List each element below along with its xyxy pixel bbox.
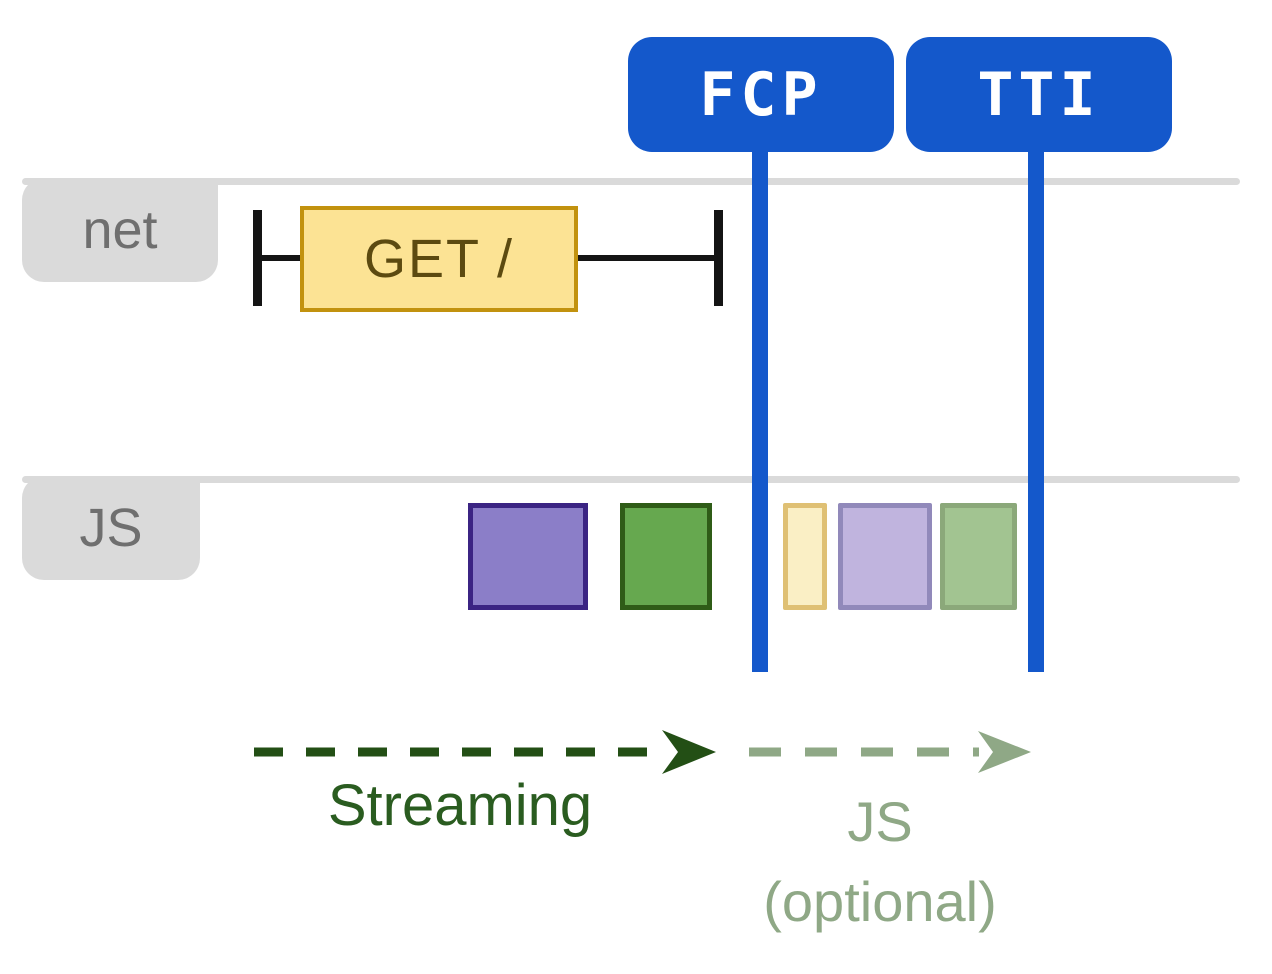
get-request-box: GET /	[300, 206, 578, 312]
js-task-faded-purple	[838, 503, 932, 610]
net-track-line	[22, 178, 1240, 185]
tti-badge-label: TTI	[977, 59, 1101, 130]
streaming-arrowhead-icon	[662, 730, 716, 774]
js-task-faded-yellow	[783, 503, 827, 610]
tti-marker-badge: TTI	[906, 37, 1172, 152]
get-request-label: GET /	[363, 229, 515, 289]
tti-marker-line	[1028, 140, 1044, 672]
js-track-label: JS	[79, 498, 143, 558]
fcp-marker-badge: FCP	[628, 37, 894, 152]
net-track-label: net	[82, 200, 158, 260]
js-track-tab: JS	[22, 476, 200, 580]
fcp-badge-label: FCP	[699, 59, 823, 130]
streaming-phase-label: Streaming	[327, 773, 593, 838]
js-arrowhead-icon	[978, 731, 1031, 773]
streaming-arrow-icon	[254, 730, 716, 774]
js-task-purple	[468, 503, 588, 610]
js-task-faded-green	[940, 503, 1017, 610]
net-track-tab: net	[22, 178, 218, 282]
js-arrow-icon	[749, 731, 1031, 773]
js-phase-label-main: JS	[847, 790, 913, 853]
js-phase-label-optional: (optional)	[763, 869, 997, 933]
fcp-marker-line	[752, 140, 768, 672]
js-phase-label: JS (optional)	[730, 782, 1030, 941]
js-track-line	[22, 476, 1240, 483]
js-task-green	[620, 503, 712, 610]
